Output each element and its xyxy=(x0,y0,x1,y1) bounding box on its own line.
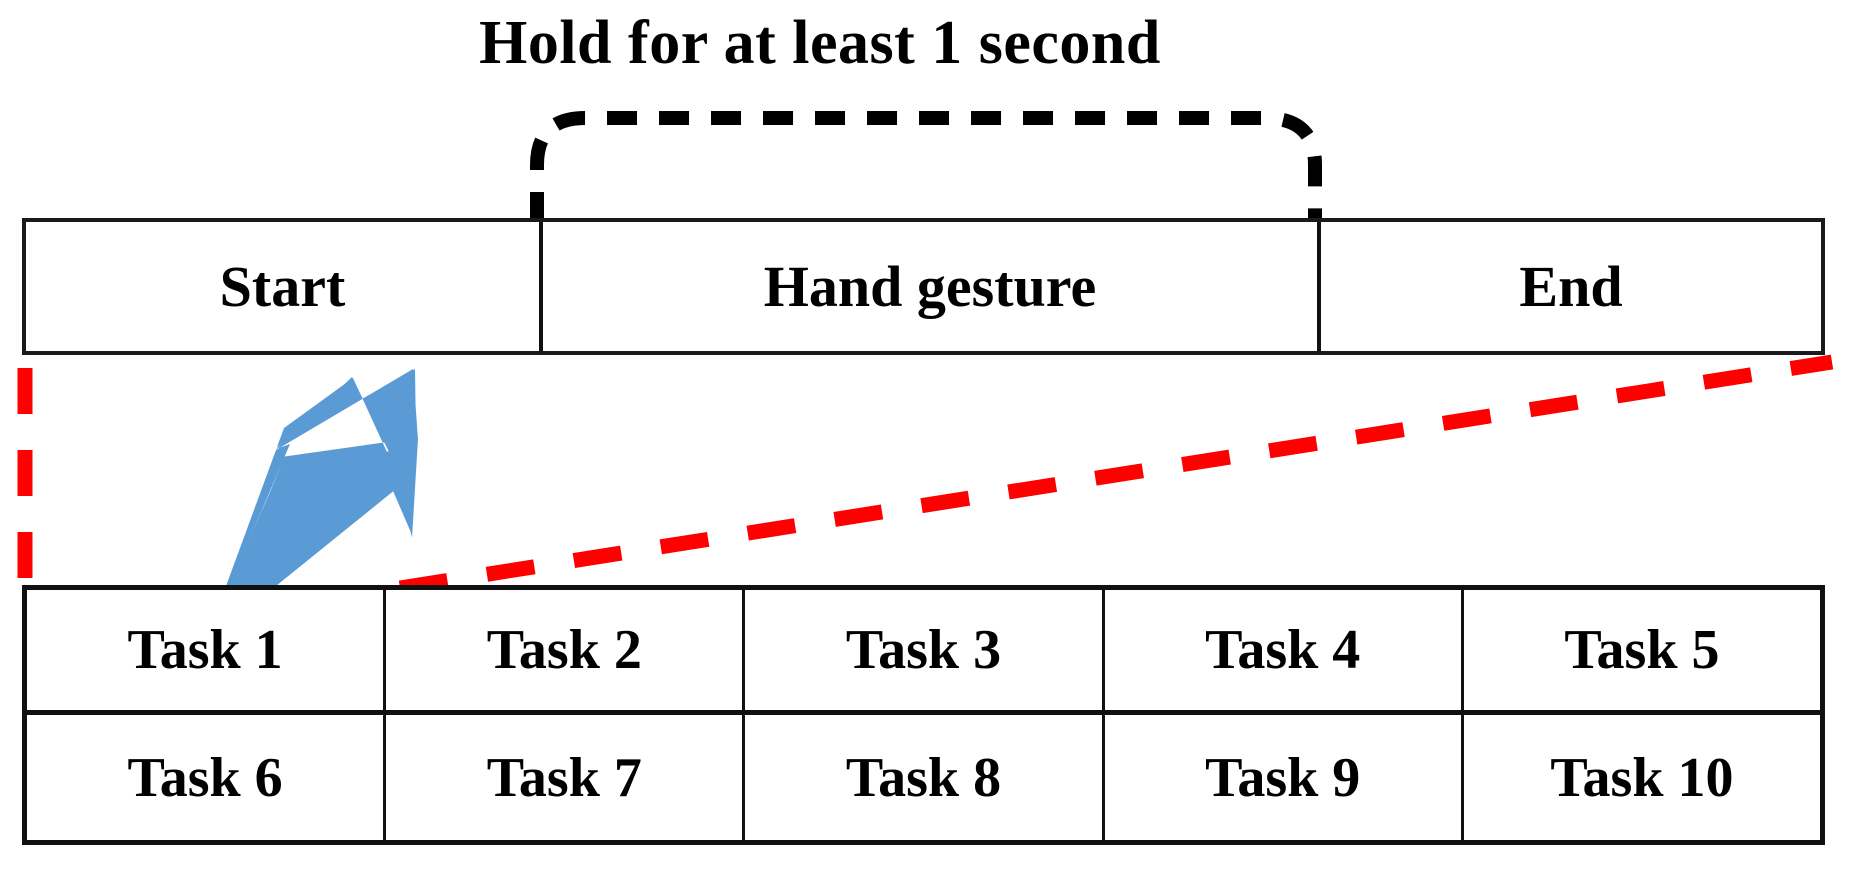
task-grid: Task 1 Task 2 Task 3 Task 4 Task 5 Task … xyxy=(22,585,1825,845)
task-cell-7[interactable]: Task 7 xyxy=(386,715,746,840)
gesture-timeline: Start Hand gesture End xyxy=(22,218,1825,355)
task-cell-6[interactable]: Task 6 xyxy=(27,715,387,840)
task-cell-1[interactable]: Task 1 xyxy=(27,590,387,710)
mapping-line-right xyxy=(398,354,1834,596)
timeline-segment-start: Start xyxy=(219,254,346,319)
task-cell-2[interactable]: Task 2 xyxy=(386,590,746,710)
task-cell-9[interactable]: Task 9 xyxy=(1105,715,1464,840)
task-cell-10[interactable]: Task 10 xyxy=(1550,746,1734,809)
timeline-segment-end: End xyxy=(1519,254,1623,319)
task-cell-3[interactable]: Task 3 xyxy=(745,590,1105,710)
timeline-segment-hand-gesture: Hand gesture xyxy=(539,222,1321,351)
task-cell-5[interactable]: Task 5 xyxy=(1564,619,1720,681)
task-row: Task 6 Task 7 Task 8 Task 9 Task 10 xyxy=(27,715,1820,840)
task-cell-8[interactable]: Task 8 xyxy=(745,715,1105,840)
task-cell-4[interactable]: Task 4 xyxy=(1105,590,1464,710)
hold-duration-bracket xyxy=(530,111,1322,222)
task-row: Task 1 Task 2 Task 3 Task 4 Task 5 xyxy=(27,590,1820,715)
figure-title: Hold for at least 1 second xyxy=(479,9,1161,77)
